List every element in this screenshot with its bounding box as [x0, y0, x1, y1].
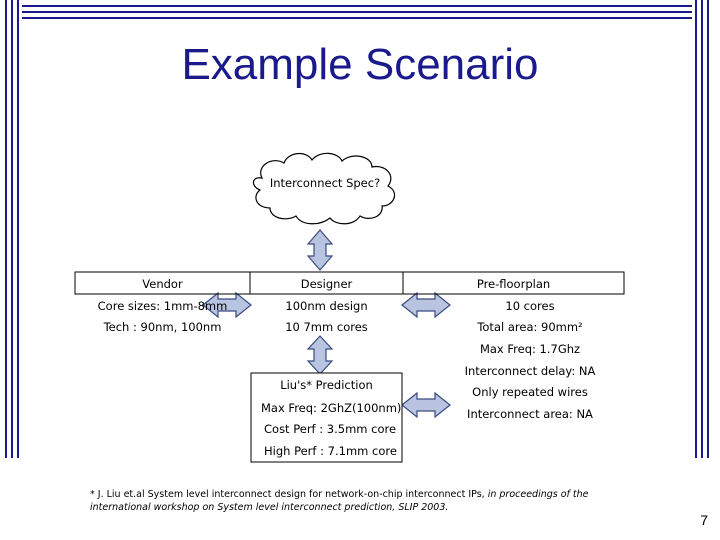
prefloorplan-cores: 10 cores	[505, 299, 555, 313]
designer-prefloorplan-arrow	[401, 291, 451, 319]
footnote-normal: * J. Liu et.al System level interconnect…	[90, 489, 485, 500]
prefloorplan-interconnect-delay: Interconnect delay: NA	[464, 364, 596, 378]
designer-prediction-arrow	[306, 335, 334, 375]
prefloorplan-max-freq: Max Freq: 1.7Ghz	[479, 342, 581, 356]
citation-footnote: * J. Liu et.al System level interconnect…	[90, 488, 650, 514]
note-repeated-wires: Only repeated wires	[472, 385, 588, 399]
header-designer: Designer	[300, 277, 353, 291]
prediction-max-freq: Max Freq: 2GhZ(100nm)	[261, 401, 402, 415]
prediction-notes-arrow	[401, 391, 451, 419]
slide-title: Example Scenario	[181, 40, 539, 89]
note-interconnect-area: Interconnect area: NA	[467, 407, 593, 421]
header-vendor: Vendor	[142, 277, 183, 291]
prediction-cost-perf: Cost Perf : 3.5mm core	[264, 422, 397, 436]
prediction-box	[250, 372, 403, 463]
interconnect-spec-cloud	[252, 152, 396, 225]
cloud-designer-arrow	[306, 229, 334, 271]
vendor-core-sizes: Core sizes: 1mm-8mm	[97, 299, 228, 313]
vendor-designer-arrow	[202, 291, 252, 319]
designer-design: 100nm design	[285, 299, 368, 313]
footnote-italic: in proceedings of the international work…	[90, 489, 589, 513]
header-prefloorplan: Pre-floorplan	[476, 277, 551, 291]
designer-cores: 10 7mm cores	[285, 320, 368, 334]
spec-table-border	[74, 271, 625, 295]
page-number: 7	[700, 512, 708, 528]
prediction-title: Liu's* Prediction	[280, 378, 373, 392]
cloud-label: Interconnect Spec?	[269, 176, 381, 190]
vendor-tech: Tech : 90nm, 100nm	[103, 320, 222, 334]
prefloorplan-total-area: Total area: 90mm²	[477, 320, 583, 334]
prediction-high-perf: High Perf : 7.1mm core	[264, 444, 397, 458]
